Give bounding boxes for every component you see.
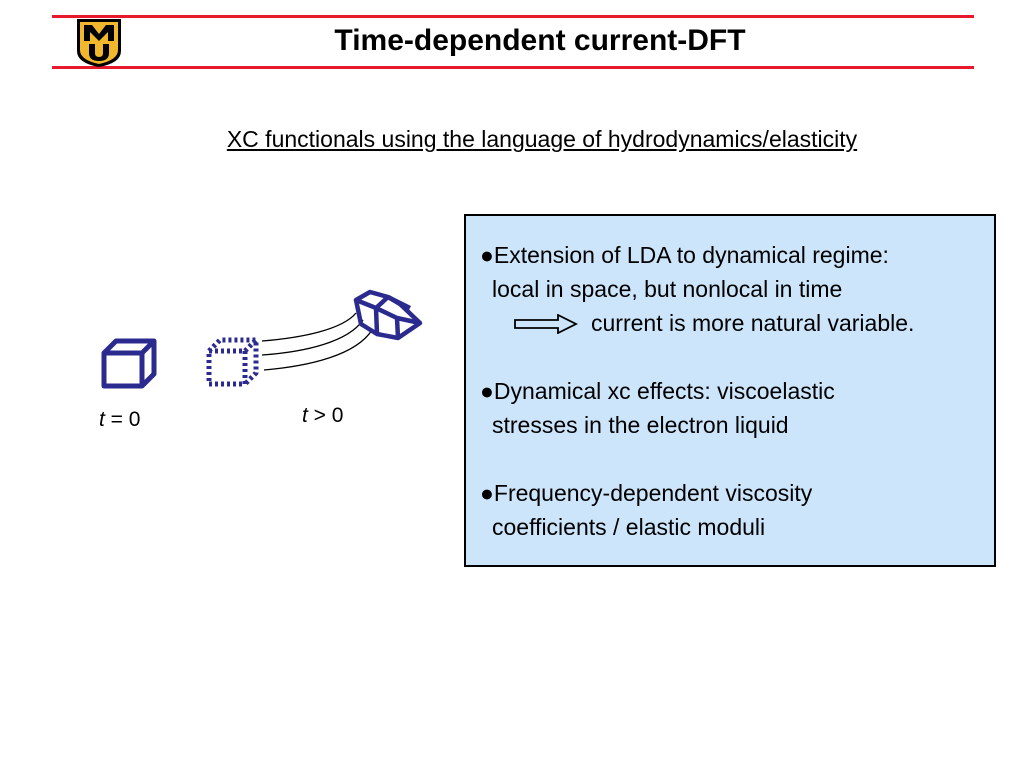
slide-subtitle: XC functionals using the language of hyd…	[226, 126, 858, 152]
bullet-line: ●Extension of LDA to dynamical regime:	[480, 242, 889, 268]
arrow-conclusion: current is more natural variable.	[480, 306, 914, 340]
bullet-item-lda: ●Extension of LDA to dynamical regime: l…	[480, 238, 914, 340]
motion-lines	[261, 312, 373, 371]
bullet-item-viscosity: ●Frequency-dependent viscosity coefficie…	[480, 476, 812, 544]
deformed-cube-icon	[353, 289, 423, 341]
time-positive-label: t > 0	[302, 404, 344, 427]
bullet-line: local in space, but nonlocal in time	[492, 276, 843, 302]
page-title: Time-dependent current-DFT	[334, 24, 746, 57]
bullet-line: stresses in the electron liquid	[492, 412, 789, 438]
dotted-cube-icon	[206, 337, 259, 387]
cube-icon	[101, 338, 157, 389]
bullet-line: coefficients / elastic moduli	[492, 514, 766, 540]
bullet-textbox: ●Extension of LDA to dynamical regime: l…	[464, 214, 996, 567]
right-arrow-icon	[514, 314, 578, 334]
header-bottom-rule	[52, 66, 974, 69]
deformation-diagram	[101, 289, 423, 389]
bullet-line: ●Frequency-dependent viscosity	[480, 480, 813, 506]
time-zero-label: t = 0	[99, 408, 141, 431]
header-top-rule	[52, 15, 974, 18]
bullet-line: ●Dynamical xc effects: viscoelastic	[480, 378, 835, 404]
university-logo: MU	[77, 19, 121, 67]
bullet-item-viscoelastic: ●Dynamical xc effects: viscoelastic stre…	[480, 374, 835, 442]
arrow-conclusion-text: current is more natural variable.	[591, 310, 915, 336]
